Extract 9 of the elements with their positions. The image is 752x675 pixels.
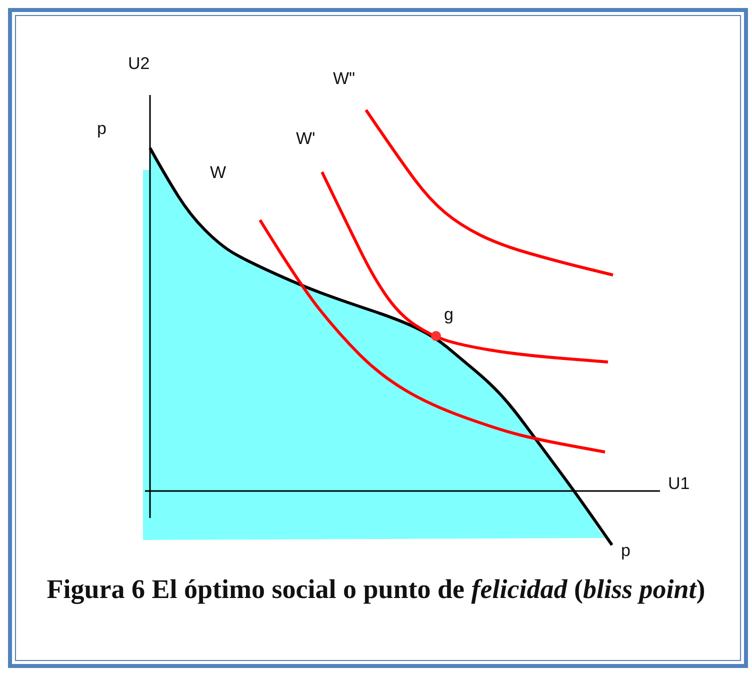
axis-label: W (210, 164, 226, 181)
axis-label: W" (333, 70, 356, 87)
figure-caption: Figura 6 El óptimo social o punto de felicidad (bliss point) (46, 574, 706, 605)
axis-label: p (97, 120, 106, 137)
axis-label: U2 (128, 55, 150, 72)
axis-label: g (444, 306, 454, 323)
axis-label: W' (296, 130, 316, 147)
axis-label: p (621, 542, 630, 559)
axis-label: U1 (668, 475, 690, 492)
